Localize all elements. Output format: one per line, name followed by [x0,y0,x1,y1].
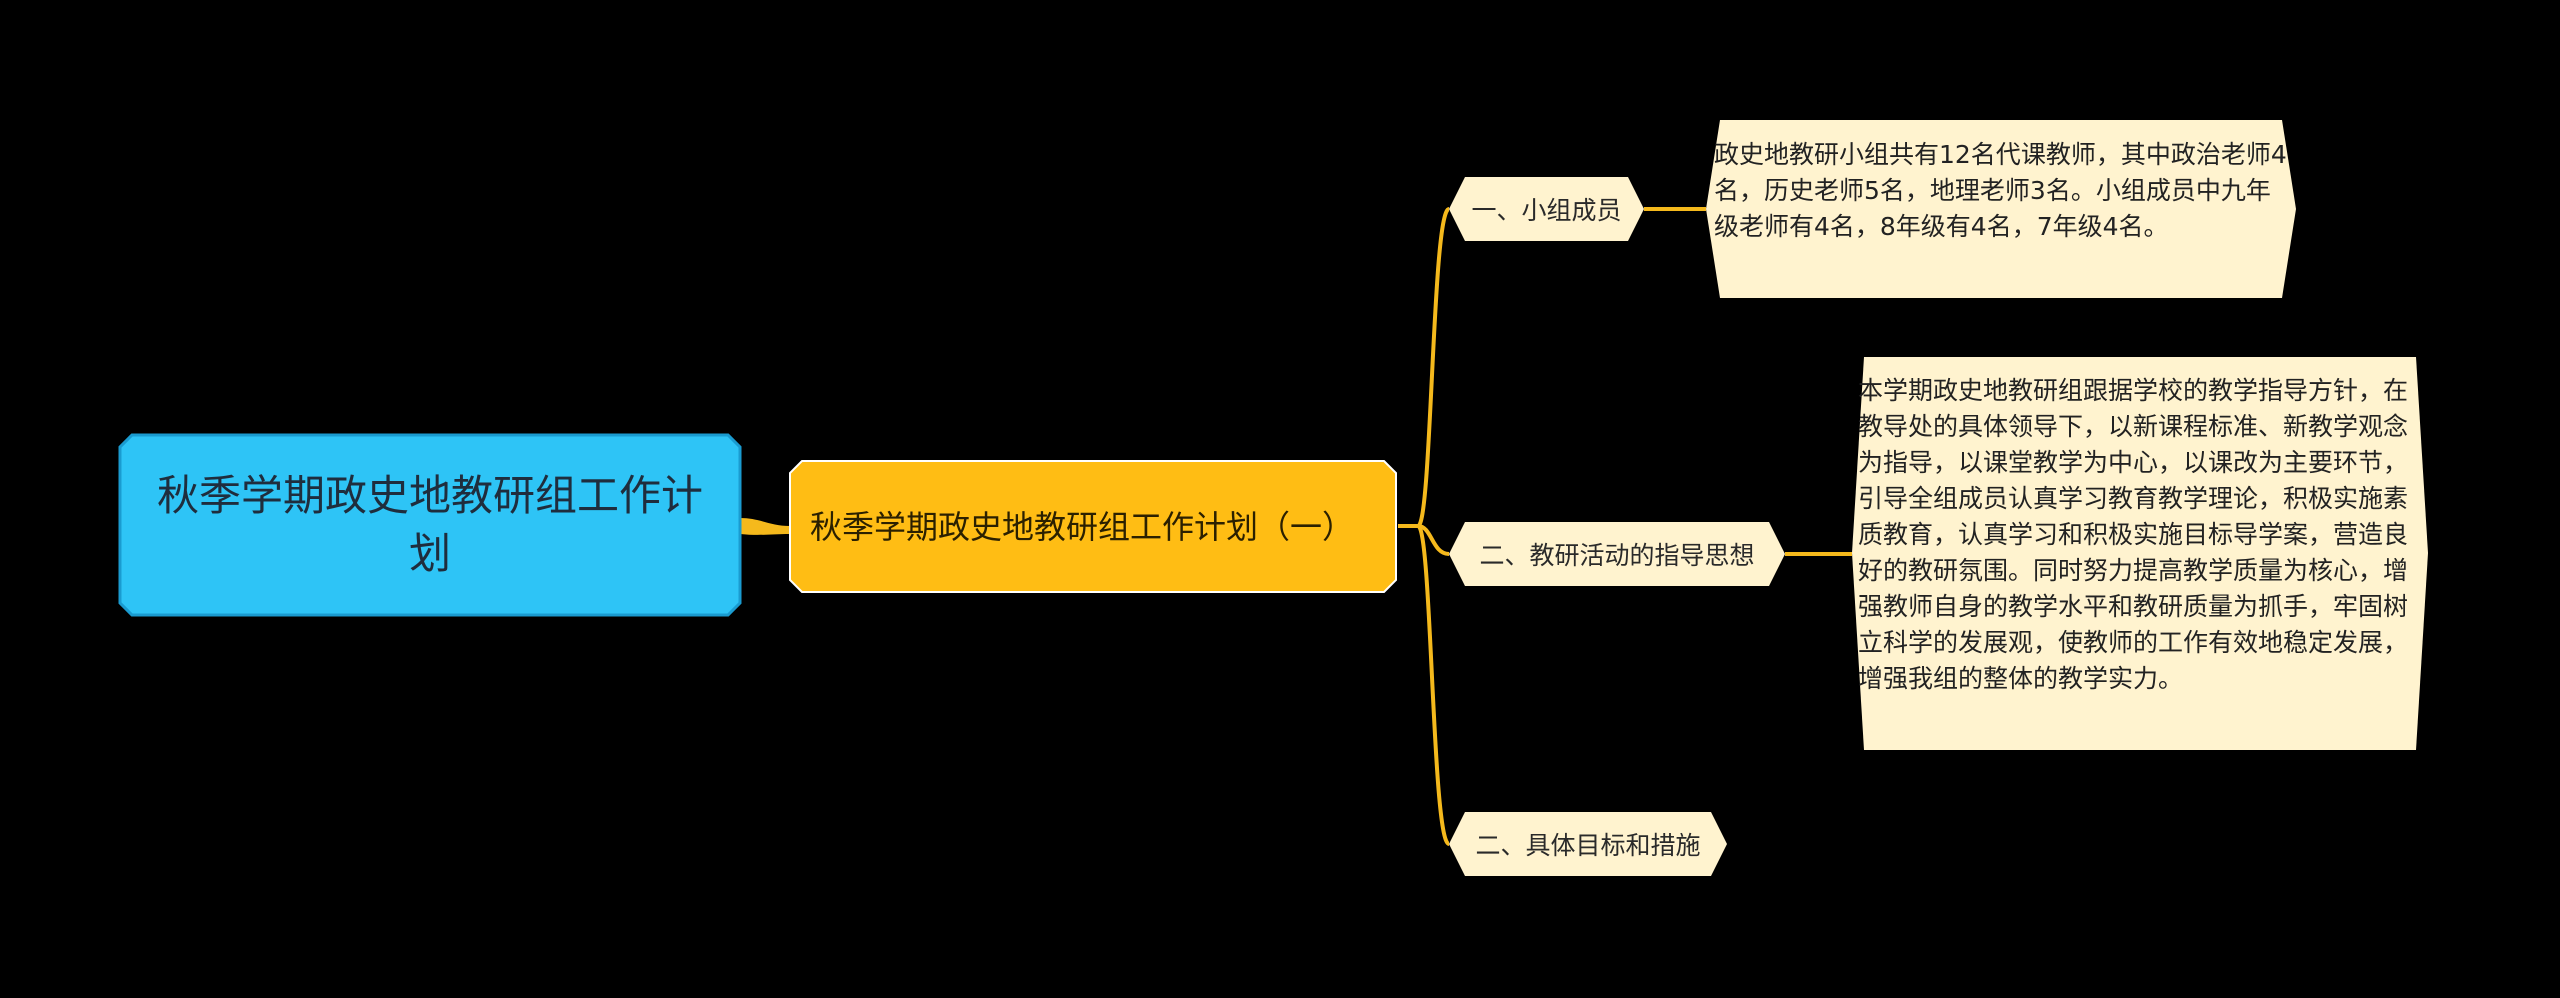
topic-node-label: 二、教研活动的指导思想 [1479,541,1755,570]
topic-node-members[interactable]: 一、小组成员 [1449,177,1644,241]
topic-node-goals-measures[interactable]: 二、具体目标和措施 [1449,812,1727,876]
topic-node-label: 一、小组成员 [1471,196,1622,225]
topic-node-shape [1449,177,1644,241]
detail-node-text: 本学期政史地教研组跟据学校的教学指导方针，在教导处的具体领导下，以新课程标准、新… [1858,376,2409,693]
root-node-shape [118,433,742,617]
root-node[interactable]: 秋季学期政史地教研组工作计划 [118,433,742,617]
connector-level1-to-topic-1 [1416,207,1451,528]
detail-node-text: 政史地教研小组共有12名代课教师，其中政治老师4名，历史老师5名，地理老师3名。… [1714,140,2287,241]
root-node-label: 秋季学期政史地教研组工作计划 [156,471,703,578]
detail-node-shape [1706,120,2296,298]
connector-root-to-level1 [740,518,790,535]
topic-node-guiding-ideology[interactable]: 二、教研活动的指导思想 [1449,522,1785,586]
connector-level1-to-topic-3 [1416,524,1451,846]
level1-node-shape [789,460,1397,593]
level1-node[interactable]: 秋季学期政史地教研组工作计划（一） [788,459,1398,594]
detail-node-members[interactable]: 政史地教研小组共有12名代课教师，其中政治老师4名，历史老师5名，地理老师3名。… [1706,120,2296,298]
topic-node-shape [1449,812,1727,876]
topic-node-label: 二、具体目标和措施 [1475,831,1701,860]
detail-node-shape [1852,357,2428,750]
topic-node-shape [1449,522,1785,586]
level1-node-label: 秋季学期政史地教研组工作计划（一） [810,507,1355,546]
detail-node-guiding-ideology[interactable]: 本学期政史地教研组跟据学校的教学指导方针，在教导处的具体领导下，以新课程标准、新… [1852,357,2428,750]
